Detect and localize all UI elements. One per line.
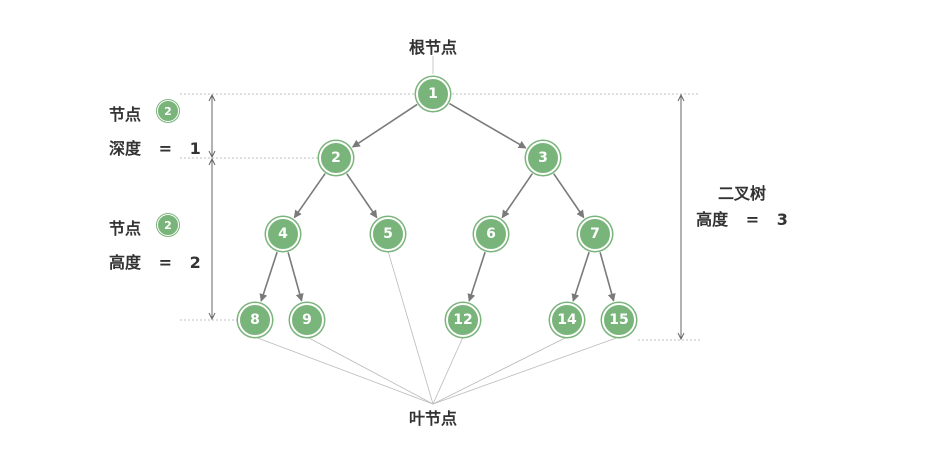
tree-node: 7 (578, 217, 612, 251)
tree-height-value: 3 (776, 210, 788, 229)
depth-eq: = (158, 139, 172, 158)
leaf-pointer-line (306, 336, 434, 405)
guide-lines (180, 93, 700, 341)
tree-height-eq: = (745, 210, 760, 229)
tree-node-label: 15 (609, 312, 629, 328)
tree-node-label: 12 (453, 312, 473, 328)
tree-node: 8 (238, 303, 272, 337)
root-node-label: 根节点 (408, 38, 458, 57)
tree-edges (259, 102, 616, 302)
depth-dimension-arrow-head-bottom (208, 150, 216, 159)
leaf-nodes-label: 叶节点 (408, 409, 458, 428)
tree-height-metric-label: 高度 (696, 210, 729, 229)
tree-node-label: 5 (383, 226, 393, 242)
depth-metric-label: 深度 (109, 139, 142, 158)
tree-edge (259, 251, 278, 302)
tree-node: 15 (602, 303, 636, 337)
tree-height-dimension-arrow-head-bottom (677, 332, 685, 341)
tree-edge (293, 173, 326, 219)
tree-height-dimension-arrow-head-top (677, 93, 685, 102)
node-height-value: 2 (189, 253, 201, 272)
tree-edge (287, 252, 304, 302)
tree-edge (571, 251, 590, 302)
depth-node-badge: 2 (157, 100, 179, 122)
tree-node-label: 1 (428, 86, 438, 102)
tree-edge (467, 251, 486, 302)
tree-edge (501, 173, 533, 219)
leaf-pointer-line (254, 336, 434, 405)
tree-node: 5 (371, 217, 405, 251)
node-height-metric-row: 高度 = 2 (109, 249, 201, 273)
node-height-dimension-arrow-head-top (208, 157, 216, 166)
tree-edge (346, 173, 378, 219)
tree-node-label: 8 (250, 312, 260, 328)
node-height-eq: = (158, 253, 172, 272)
height-node-word: 节点 (109, 219, 142, 238)
tree-node-label: 7 (590, 226, 600, 242)
tree-node: 1 (416, 77, 450, 111)
node-height-dimension-arrow-head-bottom (208, 312, 216, 321)
depth-node-word: 节点 (109, 105, 142, 124)
tree-node: 4 (266, 217, 300, 251)
tree-node-label: 14 (557, 312, 577, 328)
tree-node: 2 (319, 141, 353, 175)
tree-node: 14 (550, 303, 584, 337)
tree-edge (599, 252, 616, 302)
leaf-pointer-line (432, 336, 464, 405)
tree-node: 9 (290, 303, 324, 337)
leaf-pointer-line (432, 336, 568, 405)
leaf-pointer-lines (254, 56, 620, 405)
tree-node: 12 (446, 303, 480, 337)
tree-height-metric-row: 高度 = 3 (696, 206, 788, 230)
height-node-badge-value: 2 (164, 218, 172, 232)
height-node-badge: 2 (157, 214, 179, 236)
depth-node-badge-value: 2 (164, 104, 172, 118)
tree-edge (553, 173, 585, 219)
tree-node: 3 (526, 141, 560, 175)
tree-node: 6 (474, 217, 508, 251)
tree-edge (351, 103, 418, 148)
tree-node-label: 9 (302, 312, 312, 328)
leaf-pointer-line (432, 336, 620, 405)
tree-node-label: 3 (538, 150, 548, 166)
tree-node-label: 4 (278, 226, 288, 242)
tree-node-label: 2 (331, 150, 341, 166)
depth-value: 1 (189, 139, 201, 158)
tree-label: 二叉树 (717, 184, 767, 203)
depth-dimension-arrow-head-top (208, 93, 216, 102)
leaf-pointer-line (387, 250, 434, 405)
node-height-metric-label: 高度 (109, 253, 142, 272)
tree-node-label: 6 (486, 226, 496, 242)
depth-metric-row: 深度 = 1 (109, 135, 201, 159)
tree-edge (449, 102, 527, 149)
